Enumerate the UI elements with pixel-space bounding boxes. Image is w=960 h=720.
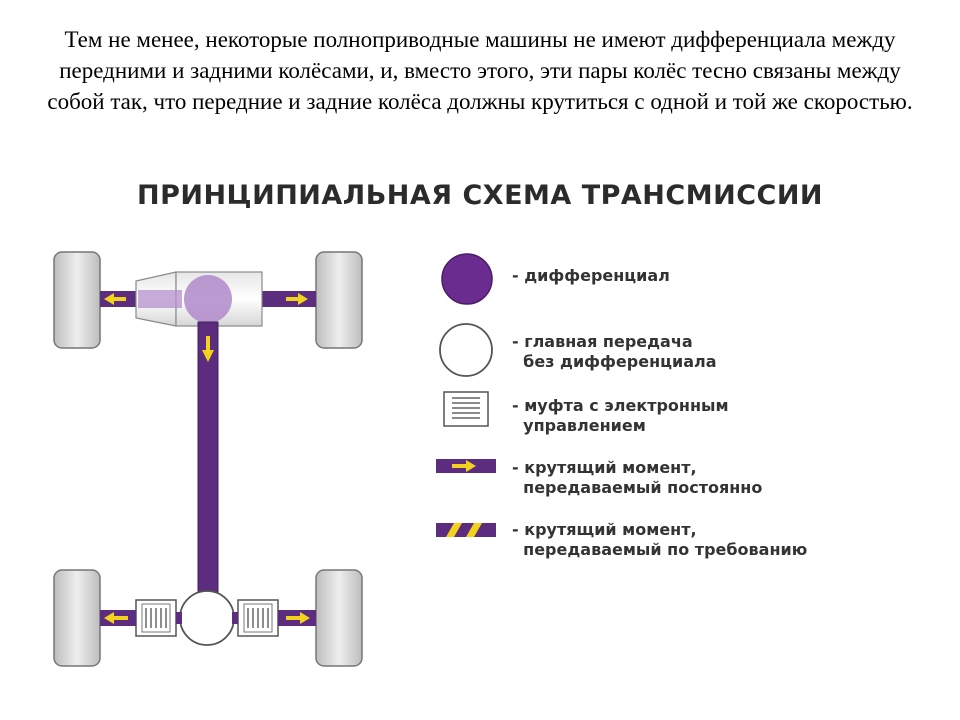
legend-differential-icon — [441, 253, 493, 305]
legend-torque-constant-icon — [436, 459, 496, 473]
legend-final-drive-label: - главная передача без дифференциала — [512, 332, 717, 371]
rear-right-axle — [278, 610, 316, 626]
legend-final-drive-icon — [439, 323, 493, 377]
front-right-wheel — [315, 251, 363, 349]
legend-torque-on-demand-icon — [436, 523, 496, 537]
rear-right-coupling-icon — [237, 599, 279, 637]
front-left-arrow-icon — [104, 293, 126, 305]
rear-center-right-link — [232, 612, 238, 624]
rear-left-coupling-icon — [135, 599, 177, 637]
rear-right-wheel — [315, 569, 363, 667]
legend-torque-on-demand-label: - крутящий момент, передаваемый по требо… — [512, 520, 808, 559]
rear-center-left-link — [176, 612, 182, 624]
legend-differential-label: - дифференциал — [512, 266, 670, 285]
legend-coupling-label: - муфта с электронным управлением — [512, 396, 729, 435]
front-housing-shade — [138, 290, 182, 308]
front-right-arrow-icon — [286, 293, 308, 305]
diagram-title: ПРИНЦИПИАЛЬНАЯ СХЕМА ТРАНСМИССИИ — [136, 180, 824, 211]
front-differential — [184, 275, 232, 323]
rear-left-axle — [100, 610, 136, 626]
legend-coupling-icon — [443, 391, 489, 427]
intro-text: Тем не менее, некоторые полноприводные м… — [47, 27, 913, 114]
drive-shaft-arrow-icon — [202, 336, 214, 362]
rear-final-drive — [179, 590, 235, 646]
front-left-wheel — [53, 251, 101, 349]
drive-shaft — [197, 321, 219, 599]
rear-left-wheel — [53, 569, 101, 667]
legend-torque-constant-label: - крутящий момент, передаваемый постоянн… — [512, 458, 763, 497]
